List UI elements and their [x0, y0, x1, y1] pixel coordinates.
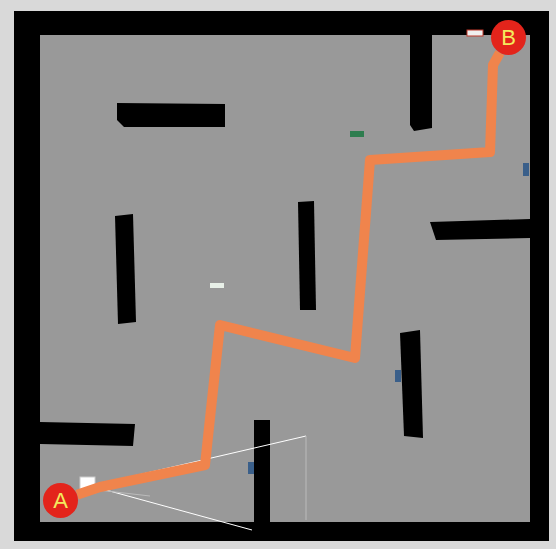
sensor-ray — [306, 436, 307, 520]
waypoint-marker: B — [491, 20, 526, 55]
waypoint-letter: A — [53, 490, 68, 512]
floor — [40, 35, 530, 522]
vehicle — [210, 283, 224, 288]
waypoint-letter: B — [501, 27, 516, 49]
outer-wall — [14, 11, 549, 541]
wall — [410, 35, 432, 131]
vehicle — [467, 30, 483, 36]
vehicle — [350, 131, 364, 137]
path-line — [77, 53, 500, 495]
sensor-ray — [95, 487, 252, 530]
wall — [298, 201, 316, 310]
planned-path — [77, 53, 500, 495]
wall — [254, 420, 270, 522]
wall — [117, 103, 225, 127]
wall — [400, 330, 423, 438]
wall — [40, 422, 135, 446]
vehicle — [523, 163, 529, 176]
vehicle — [395, 370, 401, 382]
wall — [430, 219, 530, 240]
sensor-ray — [98, 490, 150, 496]
vehicle — [248, 462, 254, 474]
wall — [115, 214, 136, 324]
waypoint-marker: A — [43, 483, 78, 518]
